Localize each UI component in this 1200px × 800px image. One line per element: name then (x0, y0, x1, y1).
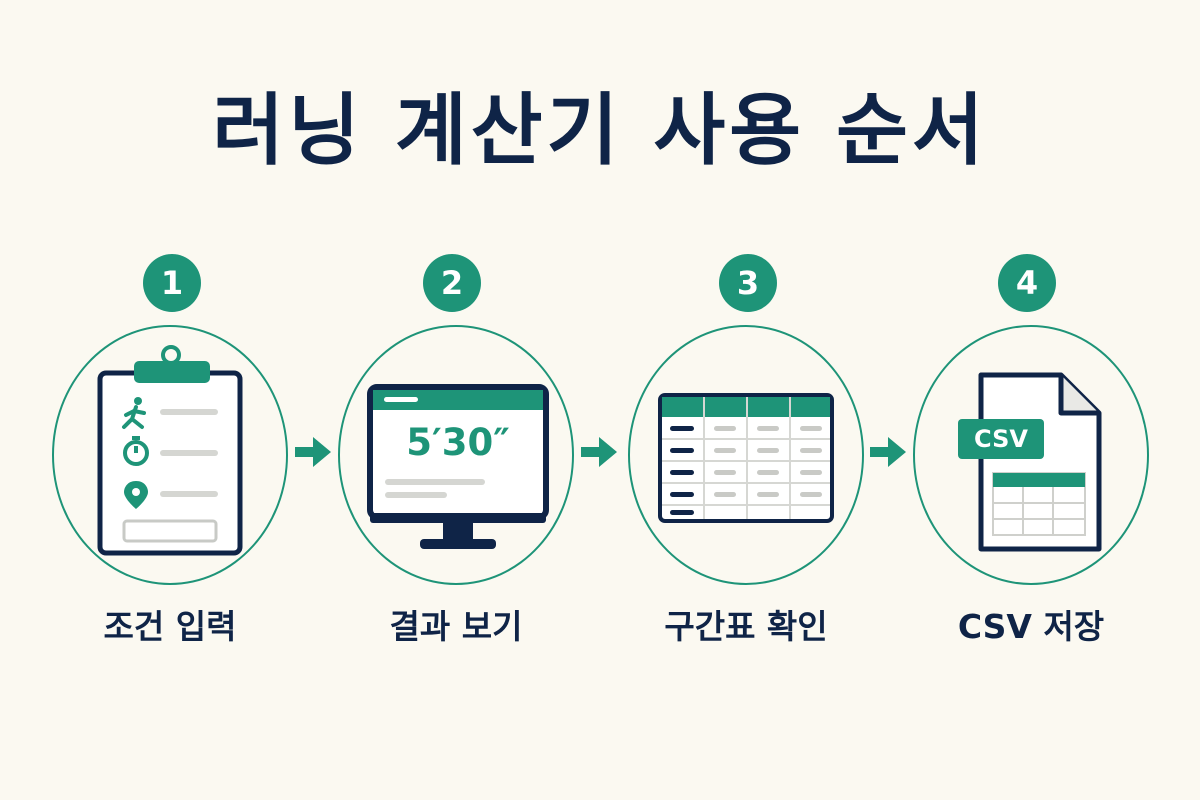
arrow-right-icon (295, 437, 331, 467)
monitor-icon (367, 384, 549, 549)
step-number-badge: 2 (423, 254, 481, 312)
csv-tag: CSV (974, 425, 1028, 453)
step-icon-circle: CSV (913, 325, 1149, 585)
step-icon-circle (628, 325, 864, 585)
step-label: 결과 보기 (389, 607, 523, 646)
arrow-right-icon (581, 437, 617, 467)
step-number-badge: 1 (143, 254, 201, 312)
step-label: 구간표 확인 (664, 607, 828, 646)
stopwatch-icon (123, 436, 149, 466)
step-icon-circle (52, 325, 288, 585)
step-1: 1 조건 입력 (52, 0, 292, 800)
step-label: 조건 입력 (103, 607, 237, 646)
csv-file-icon (958, 372, 1102, 552)
table-icon (658, 393, 834, 523)
step-3: 3 (628, 0, 868, 800)
step-2: 2 5′30″ 결과 보기 (338, 0, 578, 800)
page-title: 러닝 계산기 사용 순서 (212, 86, 988, 176)
arrow-right-icon (870, 437, 906, 467)
step-label: CSV 저장 (957, 607, 1105, 646)
step-number-badge: 4 (998, 254, 1056, 312)
step-icon-circle: 5′30″ (338, 325, 574, 585)
clipboard-icon (97, 345, 243, 556)
location-pin-icon (124, 481, 148, 509)
step-4: 4 CSV CSV 저장 (913, 0, 1153, 800)
runner-icon (122, 397, 146, 429)
step-number-badge: 3 (719, 254, 777, 312)
pace-value: 5′30″ (406, 421, 510, 464)
